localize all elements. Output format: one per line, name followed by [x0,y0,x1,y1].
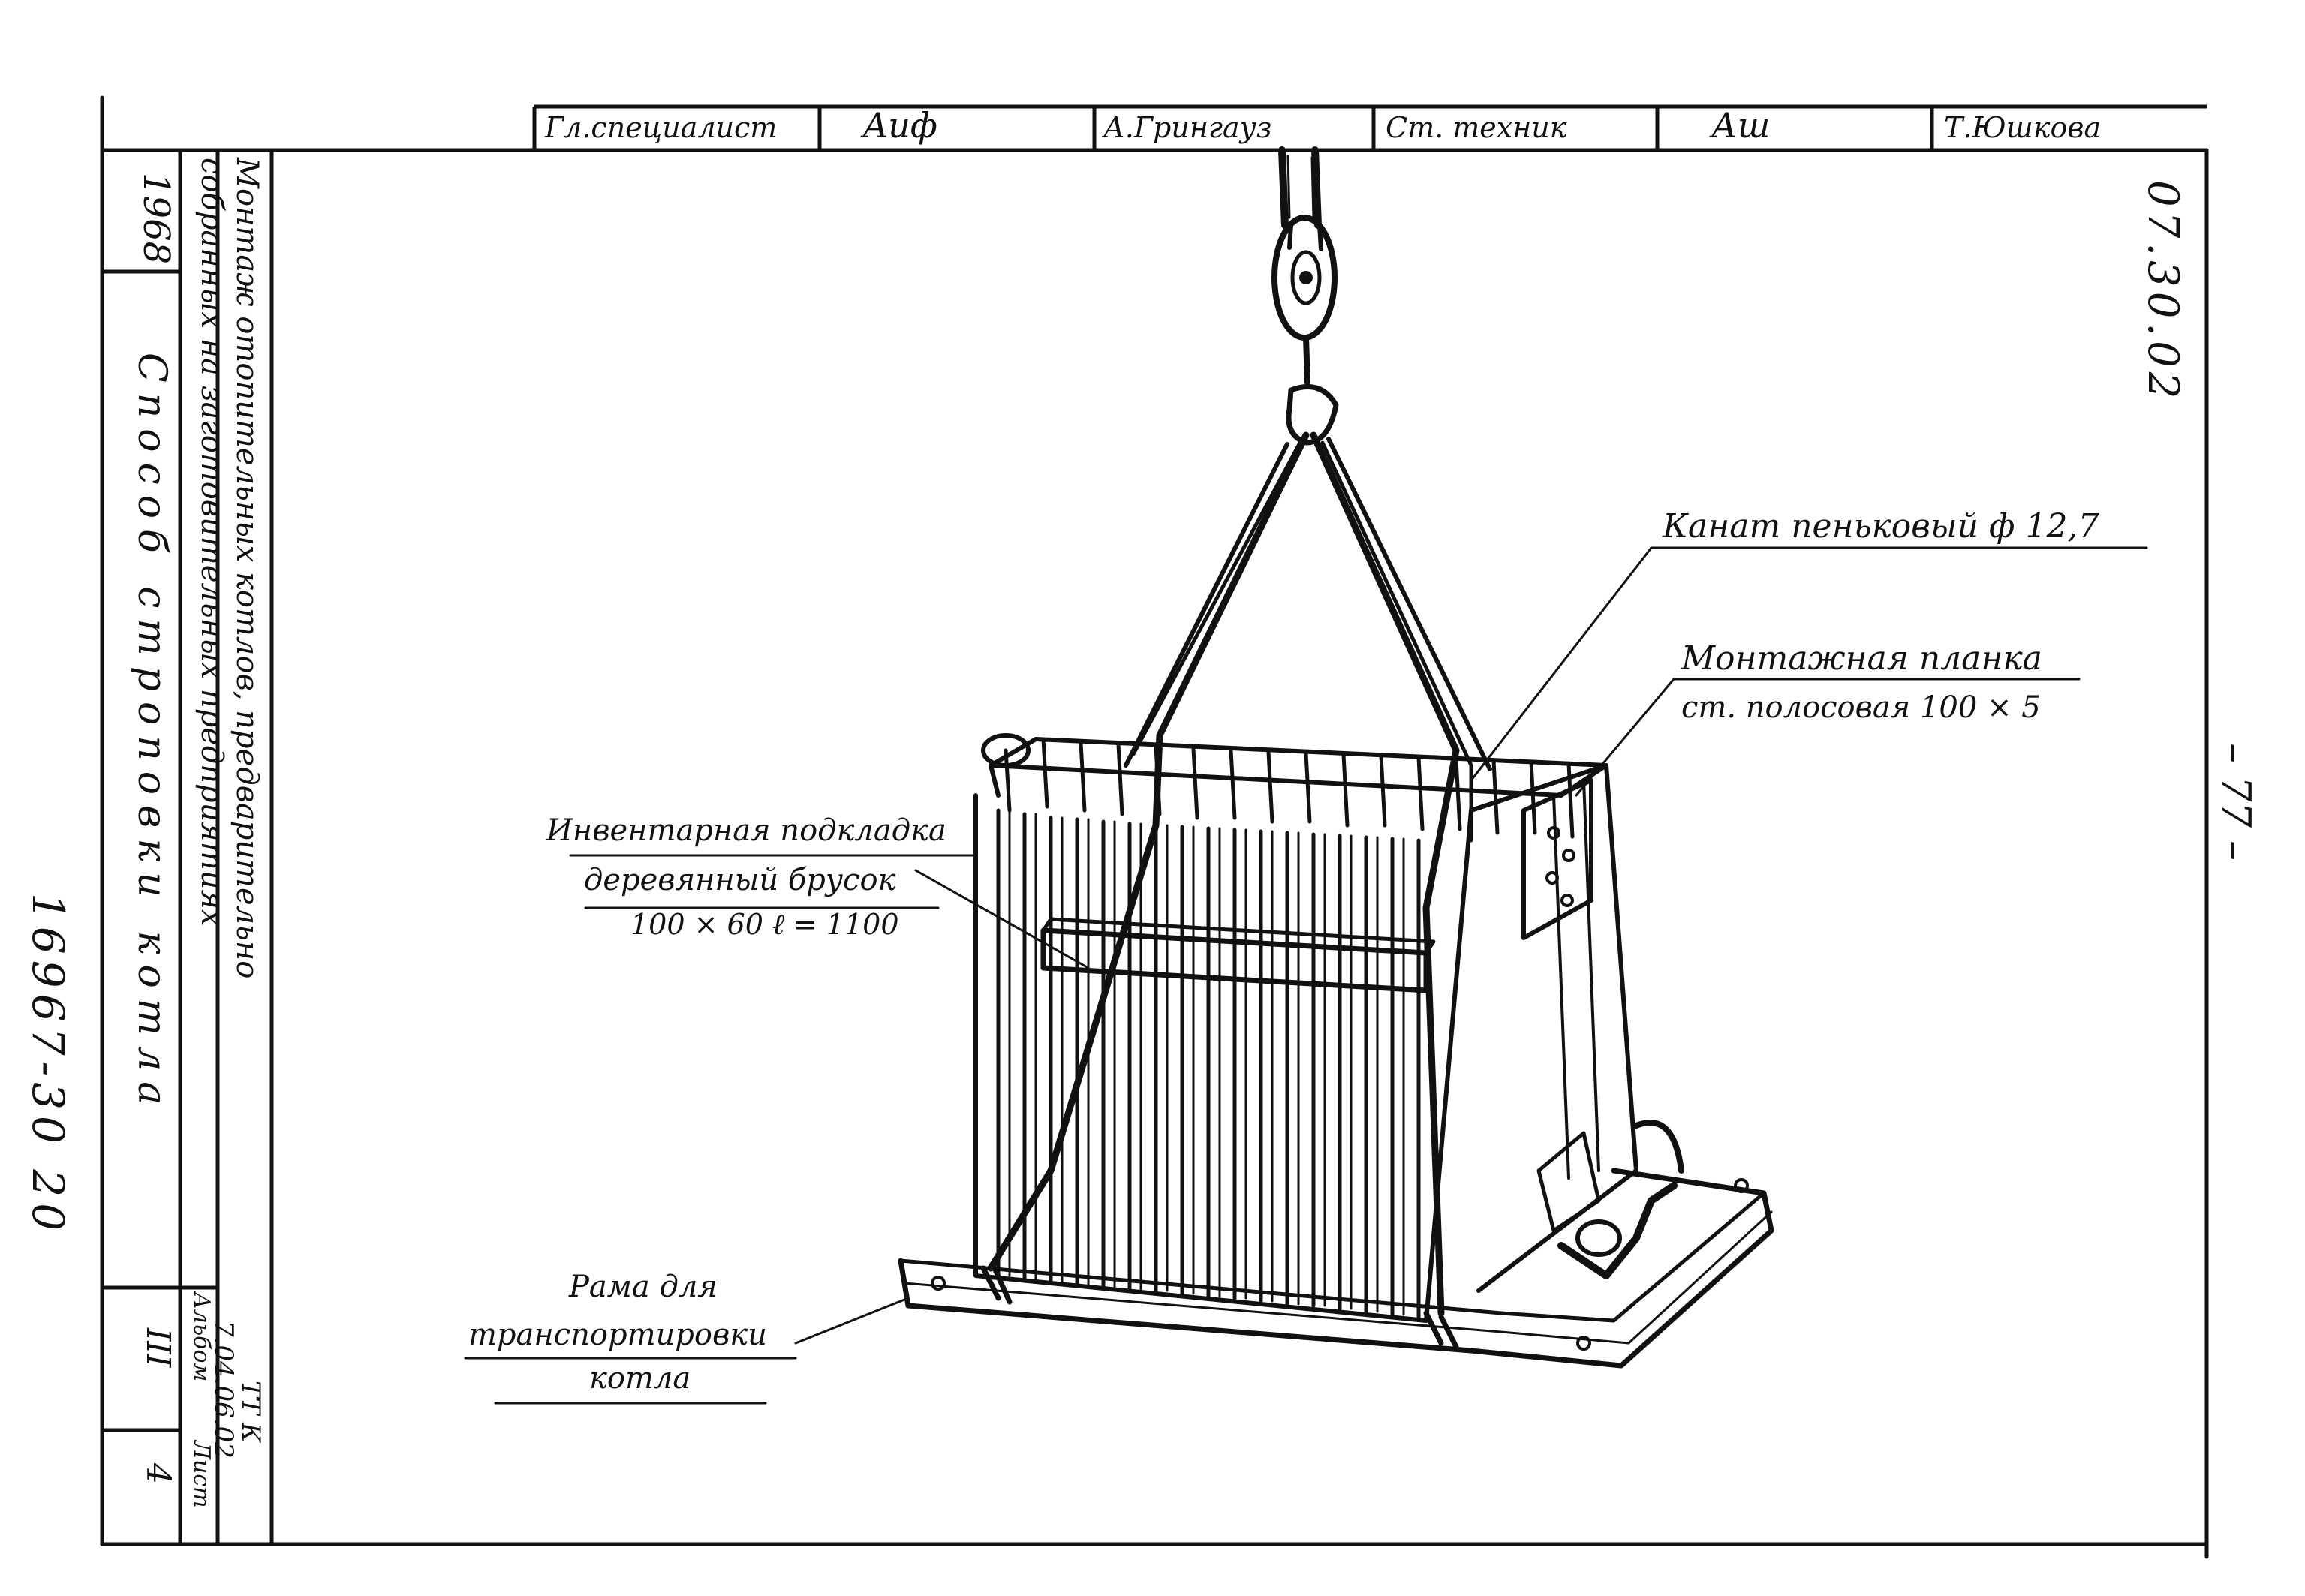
signature-chief-specialist: Auф [863,105,937,146]
boiler-illustration [464,146,2148,1405]
subtitle: Способ строповки котла [129,353,174,1116]
callout-pad-line-2: деревянный брусок [584,863,896,897]
role-senior-technician: Ст. техник [1386,111,1567,144]
top-title-block [532,104,2207,150]
drawing-code: 07.30.02 [2138,180,2187,404]
callout-frame-line-1: Рама для [569,1270,718,1304]
callout-plate-line-2: ст. полосовая 100 × 5 [1681,690,2041,725]
signature-senior-technician: Аш [1711,105,1771,146]
title-line-1: Монтаж отопительных котлов, предваритель… [230,158,264,979]
callout-pad-line-3: 100 × 60 ℓ = 1100 [630,908,899,941]
album-label: Альбом [188,1292,215,1382]
callout-frame-line-2: транспортировки [468,1318,767,1352]
role-chief-specialist: Гл.специалист [545,111,778,144]
year: 1968 [135,173,177,265]
title-line-2: собранных на заготовительных предприятия… [194,158,229,927]
sheet-value: 4 [139,1463,177,1484]
name-senior-technician: Т.Юшкова [1944,111,2102,144]
doc-code-line-1: ТТ К [236,1381,266,1443]
callout-plate-line-1: Монтажная планка [1681,639,2042,678]
page-mark: – 77 – [2212,743,2259,861]
name-chief-specialist: А.Грингауз [1103,111,1272,144]
callout-rope: Канат пеньковый ф 12,7 [1663,507,2099,546]
callout-pad-line-1: Инвентарная подкладка [546,813,946,848]
callout-frame-line-3: котла [589,1361,691,1396]
album-value: III [139,1328,177,1368]
sheet-label: Лист [188,1441,215,1508]
stamp-number: 16967-30 20 [23,893,74,1237]
left-title-block [100,150,274,1544]
